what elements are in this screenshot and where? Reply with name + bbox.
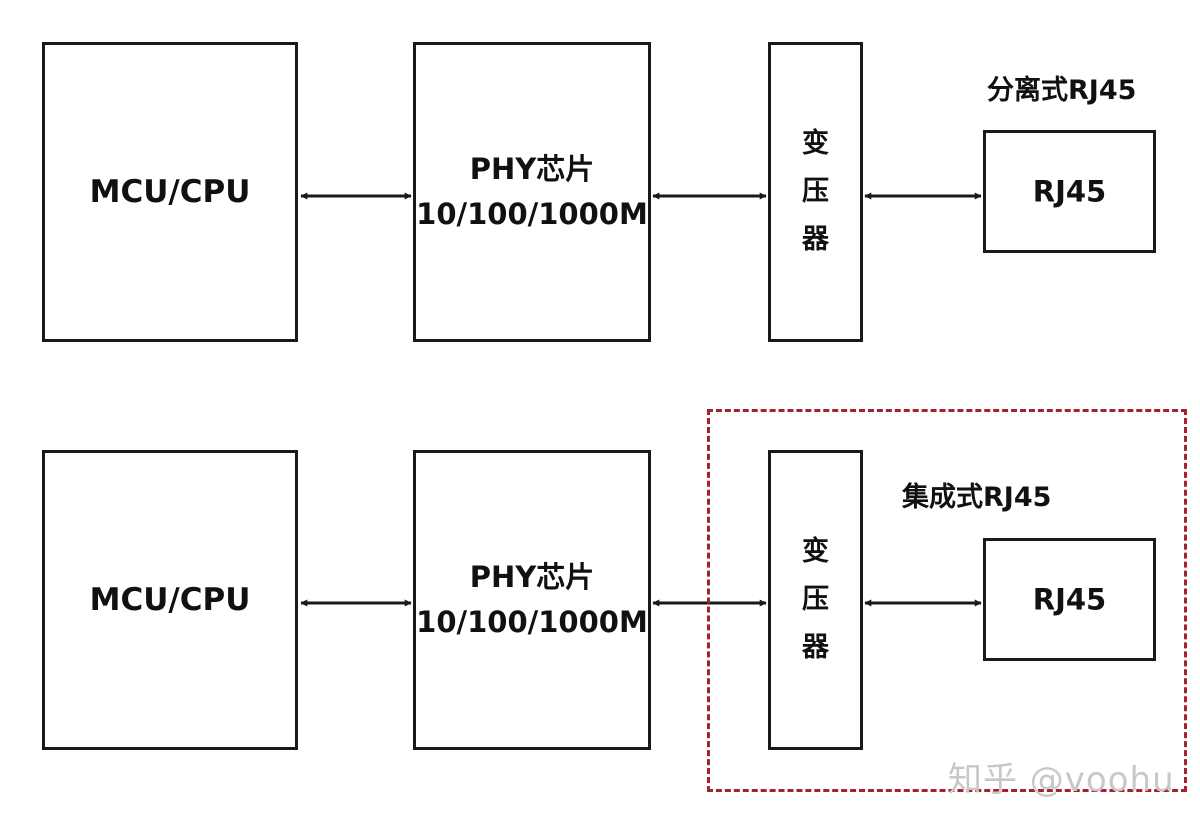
top-transformer-box: 变 压 器 xyxy=(768,42,863,342)
bottom-rj45-box: RJ45 xyxy=(983,538,1156,661)
integrated-rj45-region xyxy=(707,409,1187,792)
bottom-transformer-char-3: 器 xyxy=(802,632,829,664)
bottom-transformer-box: 变 压 器 xyxy=(768,450,863,750)
top-mcu-label: MCU/CPU xyxy=(89,173,251,210)
bottom-transformer-char-2: 压 xyxy=(802,583,829,615)
bottom-mcu-cpu-box: MCU/CPU xyxy=(42,450,298,750)
bottom-transformer-char-1: 变 xyxy=(802,535,829,567)
top-discrete-rj45-heading: 分离式RJ45 xyxy=(987,75,1137,106)
bottom-rj45-label: RJ45 xyxy=(1032,582,1107,617)
top-mcu-cpu-box: MCU/CPU xyxy=(42,42,298,342)
top-phy-speed: 10/100/1000M xyxy=(416,197,648,231)
top-transformer-char-2: 压 xyxy=(802,175,829,207)
zhihu-watermark: 知乎 @voohu xyxy=(948,760,1175,800)
top-phy-chip-box: PHY芯片 10/100/1000M xyxy=(413,42,651,342)
top-transformer-char-1: 变 xyxy=(802,127,829,159)
bottom-phy-title: PHY芯片 xyxy=(469,560,595,595)
bottom-integrated-rj45-heading: 集成式RJ45 xyxy=(902,482,1052,513)
top-rj45-box: RJ45 xyxy=(983,130,1156,253)
top-phy-title: PHY芯片 xyxy=(469,152,595,187)
top-transformer-char-3: 器 xyxy=(802,224,829,256)
top-rj45-label: RJ45 xyxy=(1032,174,1107,209)
bottom-mcu-label: MCU/CPU xyxy=(89,581,251,618)
bottom-phy-chip-box: PHY芯片 10/100/1000M xyxy=(413,450,651,750)
bottom-phy-speed: 10/100/1000M xyxy=(416,605,648,639)
